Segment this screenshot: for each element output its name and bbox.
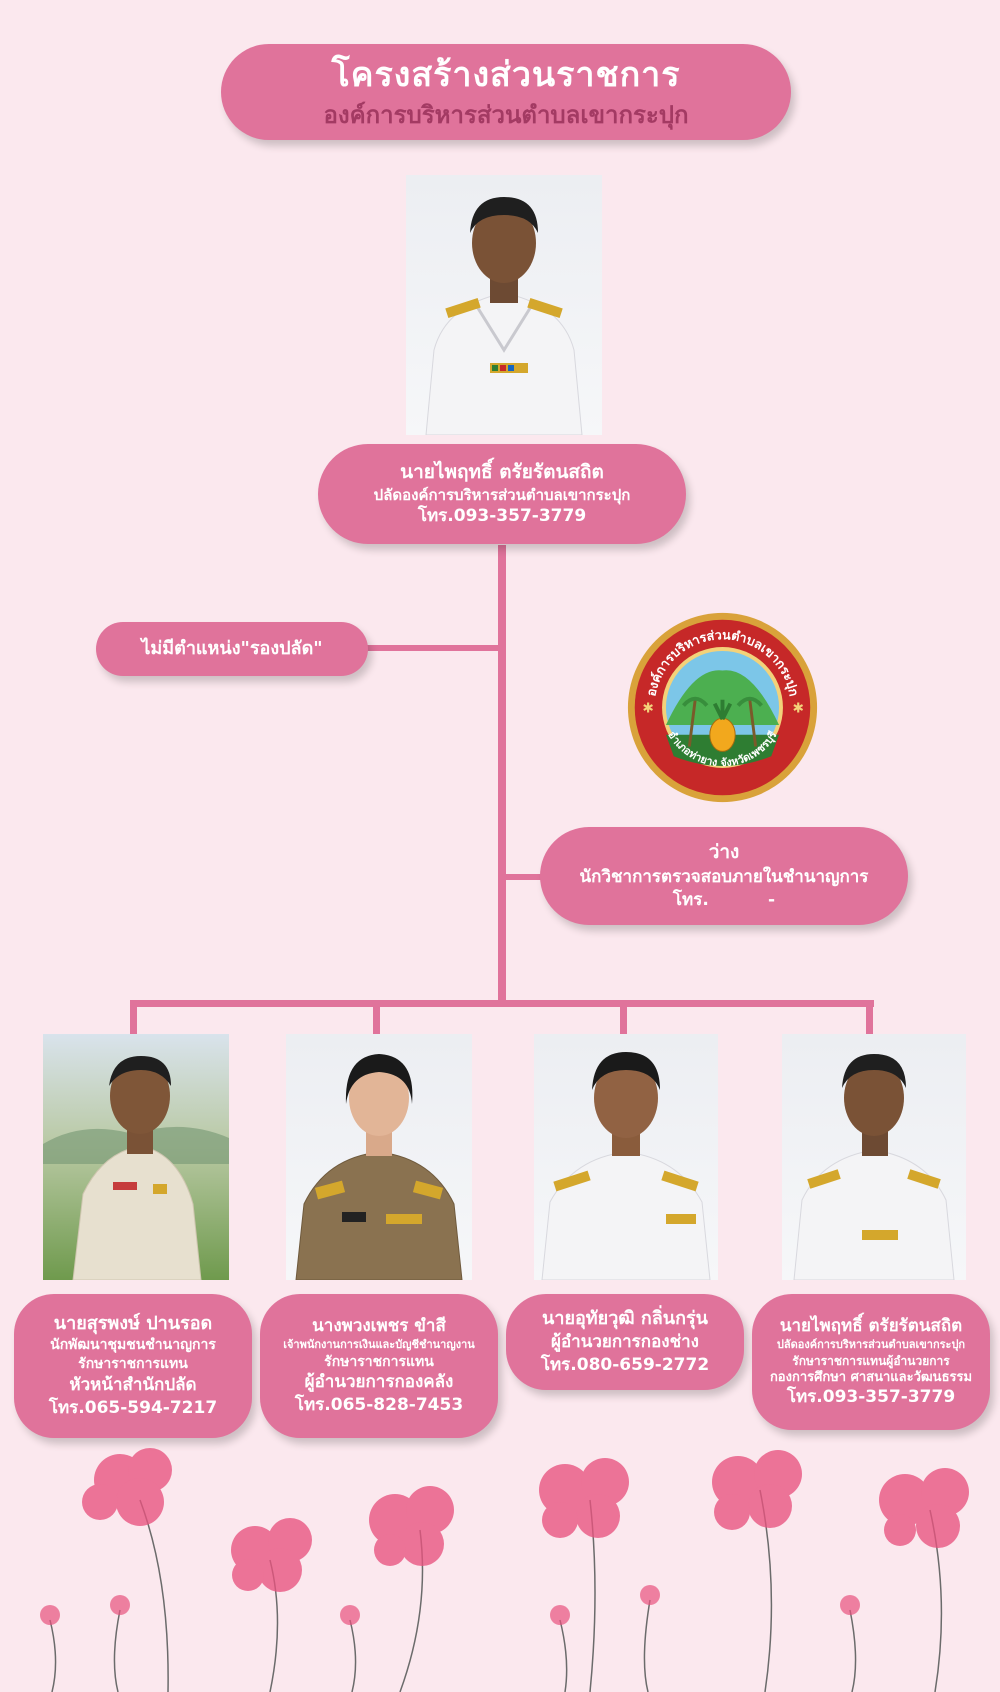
staff-position-line: นักพัฒนาชุมชนชำนาญการ [50,1337,216,1354]
page-subtitle: องค์การบริหารส่วนตำบลเขากระปุก [323,100,689,129]
staff-tel: โทร.093-357-3779 [786,1387,956,1408]
deputy-note-card: ไม่มีตำแหน่ง"รองปลัด" [96,622,368,676]
staff-photo-2 [286,1034,472,1280]
staff-tel: โทร.065-828-7453 [294,1395,464,1416]
svg-text:✱: ✱ [643,700,654,716]
chief-name: นายไพฤทธิ์ ตรัยรัตนสถิต [400,460,604,483]
connector-staff-4 [866,1000,873,1034]
staff-position-line: รักษาราชการแทนผู้อำนวยการ [792,1353,950,1368]
header-banner: โครงสร้างส่วนราชการ องค์การบริหารส่วนตำบ… [221,44,791,140]
staff-tel: โทร.080-659-2772 [540,1355,710,1376]
staff-tel: โทร.065-594-7217 [48,1398,218,1419]
staff-position-line: ผู้อำนวยการกองคลัง [304,1372,454,1393]
connector-trunk [498,545,506,1007]
flower-icon [82,1448,172,1526]
connector-staff-1 [130,1000,137,1034]
auditor-tel: โทร. - [672,889,776,910]
chief-tel: โทร.093-357-3779 [417,506,587,527]
organization-seal: องค์การบริหารส่วนตำบลเขากระปุก อำเภอท่าย… [625,610,820,805]
staff-position-line: รักษาราชการแทน [78,1356,188,1373]
staff-position-line: ผู้อำนวยการกองช่าง [550,1332,699,1353]
svg-text:✱: ✱ [793,700,804,716]
staff-name: นายสุรพงษ์ ปานรอด [53,1313,213,1335]
staff-name: นายอุทัยวุฒิ กลิ่นกรุ่น [542,1307,708,1329]
flower-icon [712,1450,802,1530]
staff-name: นายไพฤทธิ์ ตรัยรัตนสถิต [779,1315,963,1336]
chief-position: ปลัดองค์การบริหารส่วนตำบลเขากระปุก [373,486,631,505]
staff-photo-3 [534,1034,718,1280]
staff-card-3: นายอุทัยวุฒิ กลิ่นกรุ่น ผู้อำนวยการกองช่… [506,1294,744,1390]
chief-photo [406,175,602,435]
staff-position-line: ปลัดองค์การบริหารส่วนตำบลเขากระปุก [776,1337,966,1351]
auditor-card: ว่าง นักวิชาการตรวจสอบภายในชำนาญการ โทร.… [540,827,908,925]
flower-icon [879,1468,969,1548]
flower-icon [539,1458,629,1538]
page-title: โครงสร้างส่วนราชการ [331,54,681,95]
staff-position-line: รักษาราชการแทน [324,1353,434,1370]
seal-icon: องค์การบริหารส่วนตำบลเขากระปุก อำเภอท่าย… [627,612,818,803]
staff-name: นางพวงเพชร ขำสี [312,1315,446,1336]
flower-icon [231,1518,312,1592]
connector-staff-2 [373,1000,380,1034]
connector-deputy [366,645,502,651]
deputy-note: ไม่มีตำแหน่ง"รองปลัด" [141,637,323,659]
staff-card-1: นายสุรพงษ์ ปานรอด นักพัฒนาชุมชนชำนาญการ … [14,1294,252,1438]
flower-decoration [40,1448,969,1692]
staff-card-2: นางพวงเพชร ขำสี เจ้าพนักงานการเงินและบัญ… [260,1294,498,1438]
staff-photo-4 [782,1034,966,1280]
staff-position-line: หัวหน้าสำนักปลัด [69,1375,197,1396]
chief-card: นายไพฤทธิ์ ตรัยรัตนสถิต ปลัดองค์การบริหา… [318,444,686,544]
staff-position-line: เจ้าพนักงานการเงินและบัญชีชำนาญงาน [283,1337,475,1351]
connector-horizontal [130,1000,874,1007]
flower-icon [369,1486,454,1566]
staff-photo-1 [43,1034,229,1280]
staff-card-4: นายไพฤทธิ์ ตรัยรัตนสถิต ปลัดองค์การบริหา… [752,1294,990,1430]
auditor-position: นักวิชาการตรวจสอบภายในชำนาญการ [579,866,869,887]
auditor-status: ว่าง [708,841,740,864]
connector-auditor [502,874,542,880]
staff-position-line: กองการศึกษา ศาสนาและวัฒนธรรม [769,1369,973,1385]
connector-staff-3 [620,1000,627,1034]
